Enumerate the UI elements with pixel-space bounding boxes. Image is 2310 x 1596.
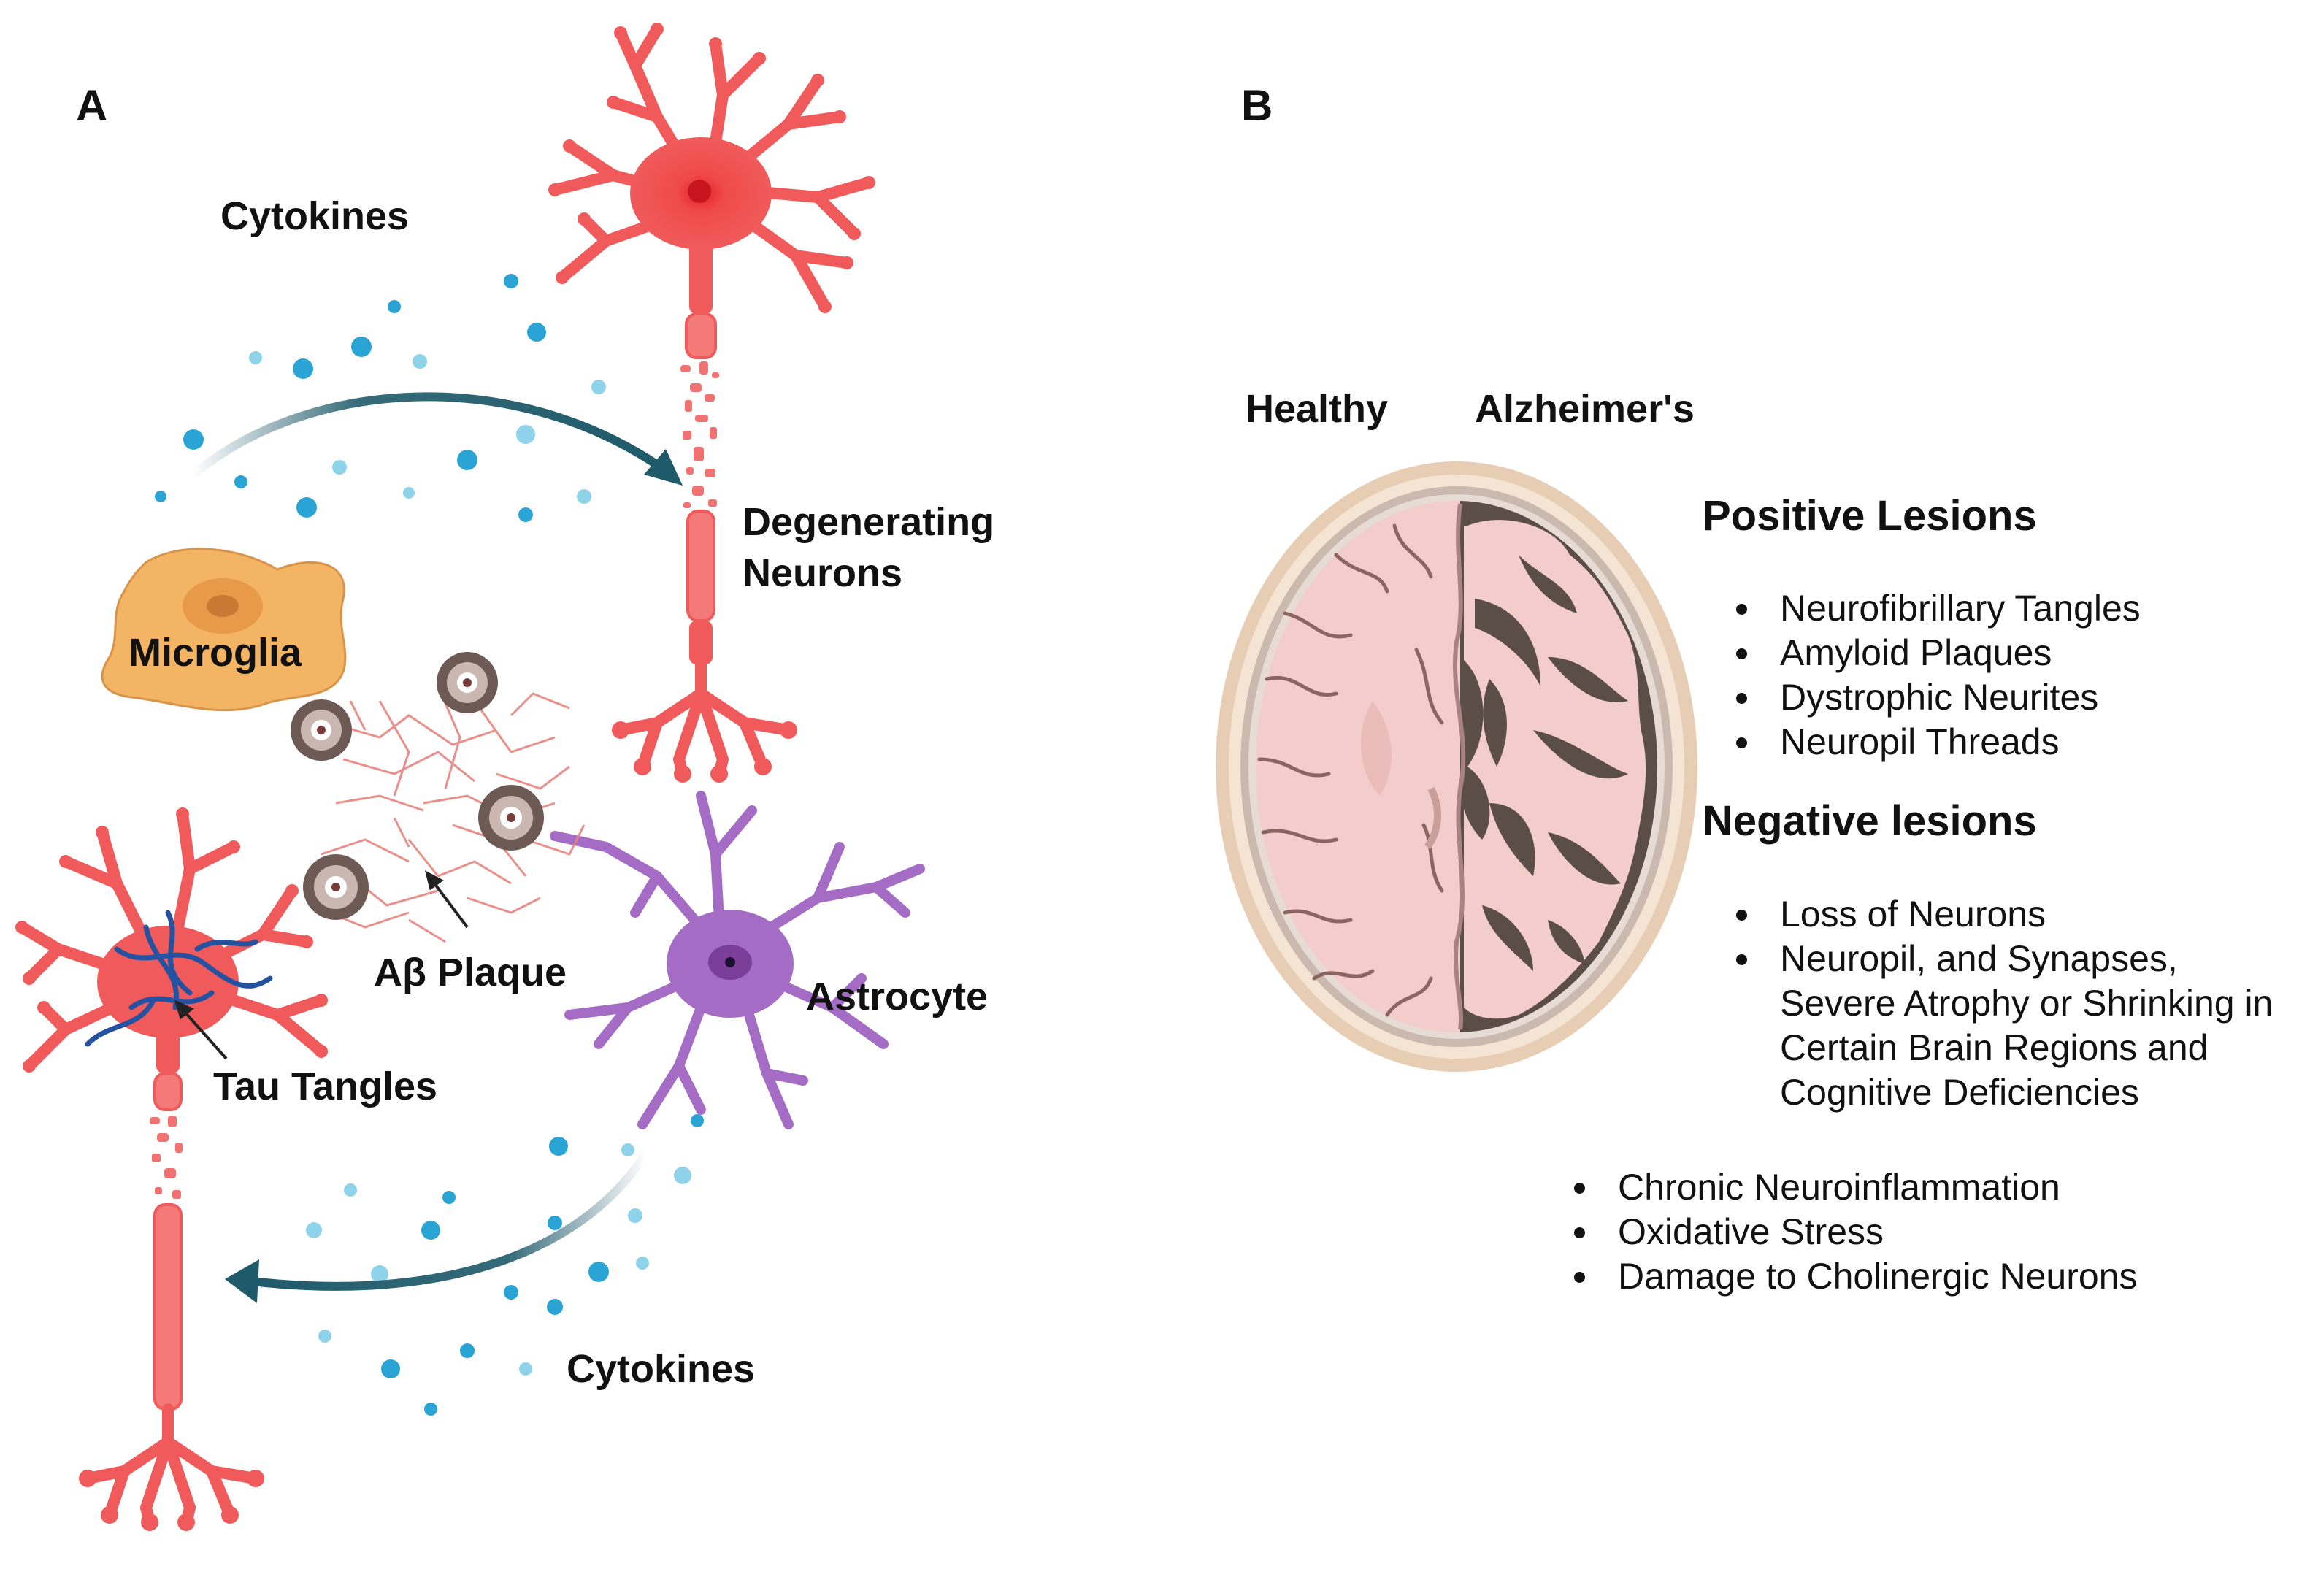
panel-a-label: A [76, 81, 108, 130]
cytokines-top-label: Cytokines [220, 194, 410, 238]
list-item: Chronic Neuroinflammation [1574, 1165, 2137, 1210]
negative-lesions-continuation: Severe Atrophy or Shrinking in Certain B… [1780, 981, 2273, 1115]
positive-lesions-heading: Positive Lesions [1703, 492, 2037, 540]
tau-neuron [15, 807, 328, 1531]
cytokine-arrow-top [189, 392, 683, 486]
tau-pointer-arrow [174, 1000, 228, 1060]
negative-lesions-heading: Negative lesions [1703, 797, 2037, 845]
degenerating-neurons-label-line2: Neurons [742, 551, 903, 595]
list-item-continuation: Certain Brain Regions and [1780, 1027, 2209, 1068]
negative-lesions-list: Loss of Neurons Neuropil, and Synapses, [1736, 892, 2178, 981]
degenerating-neuron [548, 23, 875, 783]
healthy-label: Healthy [1246, 387, 1389, 431]
list-item-continuation: Severe Atrophy or Shrinking in [1780, 983, 2273, 1024]
other-effects-list: Chronic Neuroinflammation Oxidative Stre… [1574, 1165, 2137, 1299]
positive-lesions-list: Neurofibrillary Tangles Amyloid Plaques … [1736, 586, 2141, 764]
degenerating-neurons-label-line1: Degenerating [742, 500, 995, 544]
abeta-plaque-label: Aβ Plaque [374, 951, 567, 994]
astrocyte-label: Astrocyte [806, 975, 989, 1018]
microglia-cell [101, 548, 347, 712]
list-item: Neuropil, and Synapses, [1736, 937, 2178, 981]
list-item: Neurofibrillary Tangles [1736, 586, 2141, 631]
list-item-continuation: Cognitive Deficiencies [1780, 1072, 2139, 1113]
list-item: Oxidative Stress [1574, 1210, 2137, 1254]
tau-tangles-label: Tau Tangles [213, 1064, 438, 1108]
cytokines-bottom-dots [306, 1114, 704, 1416]
abeta-pointer-arrow [424, 870, 469, 929]
cytokines-bottom-label: Cytokines [567, 1347, 756, 1391]
list-item: Neuropil Threads [1736, 720, 2141, 764]
list-item: Amyloid Plaques [1736, 631, 2141, 675]
alzheimers-label: Alzheimer's [1475, 387, 1695, 431]
brain-axial-section [1216, 461, 1697, 1072]
abeta-plaques [291, 652, 586, 943]
list-item: Damage to Cholinergic Neurons [1574, 1254, 2137, 1299]
list-item: Dystrophic Neurites [1736, 675, 2141, 720]
cytokines-top-dots [155, 274, 606, 522]
cytokine-arrow-bottom [225, 1149, 651, 1303]
list-item: Loss of Neurons [1736, 892, 2178, 937]
microglia-label: Microglia [128, 631, 302, 675]
panel-b-label: B [1241, 81, 1273, 130]
astrocyte-cell [550, 791, 925, 1129]
